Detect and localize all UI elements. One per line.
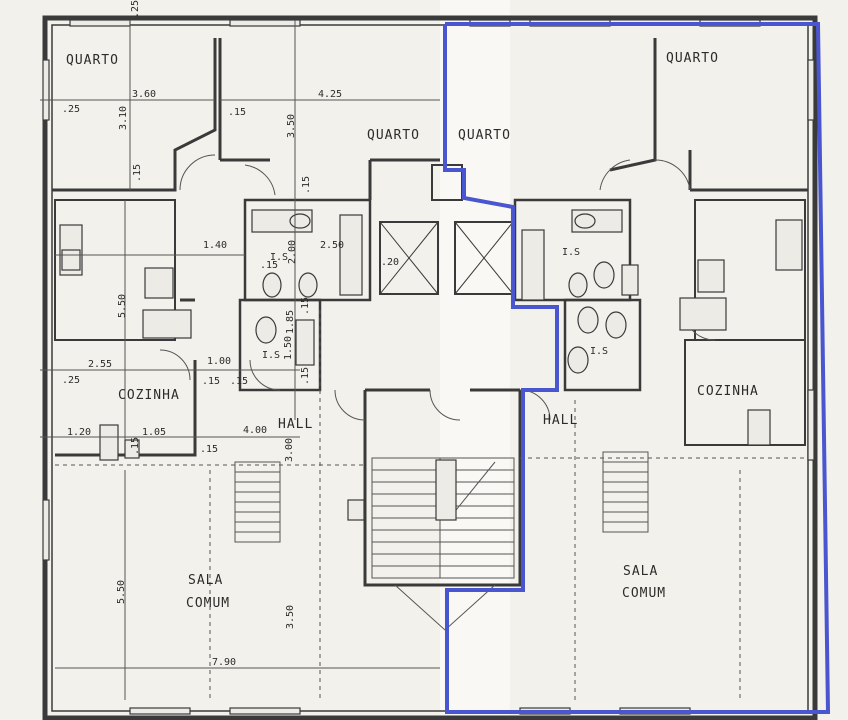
dim-label: .15 — [202, 376, 220, 387]
dim-label: 3.60 — [132, 89, 156, 100]
dim-label: 7.90 — [212, 657, 236, 668]
stairs — [234, 451, 649, 631]
dimension-labels: .25 3.60 .25 3.10 .15 4.25 3.50 .15 .15 … — [62, 0, 399, 668]
room-label-quarto-4: QUARTO — [666, 51, 719, 66]
dim-label: 1.00 — [207, 356, 231, 367]
room-labels: QUARTO QUARTO QUARTO QUARTO COZINHA COZI… — [66, 51, 759, 611]
dim-label: .15 — [130, 437, 141, 455]
grid-dashes — [55, 310, 808, 700]
dim-label: 3.50 — [285, 605, 296, 629]
dim-label: .25 — [62, 375, 80, 386]
dim-label: 1.85 — [285, 310, 296, 334]
room-label-quarto-3: QUARTO — [458, 128, 511, 143]
room-label-hall-right: HALL — [543, 413, 578, 428]
dim-label: .15 — [200, 444, 218, 455]
door-swings — [159, 154, 716, 421]
dim-label: .15 — [301, 176, 312, 194]
dim-label: 1.50 — [283, 336, 294, 360]
dim-label: 5.50 — [116, 580, 127, 604]
dim-label: 4.25 — [318, 89, 342, 100]
dim-label: 2.00 — [287, 240, 298, 264]
room-label-comum-left: COMUM — [186, 596, 230, 611]
dim-label: .15 — [300, 297, 311, 315]
room-label-hall-left: HALL — [278, 417, 313, 432]
dim-label: 1.20 — [67, 427, 91, 438]
dim-label: .25 — [130, 0, 141, 18]
dim-label: 4.00 — [243, 425, 267, 436]
dim-label: 3.00 — [284, 438, 295, 462]
dim-label: 2.55 — [88, 359, 112, 370]
fixtures — [59, 209, 803, 461]
room-label-is-1: I.S — [270, 252, 288, 263]
room-label-comum-right: COMUM — [622, 586, 666, 601]
dimension-lines — [40, 20, 440, 700]
room-label-quarto-2: QUARTO — [367, 128, 420, 143]
dim-label: .15 — [132, 164, 143, 182]
paper-fold — [440, 0, 510, 720]
dim-label: 1.05 — [142, 427, 166, 438]
dim-label: 2.50 — [320, 240, 344, 251]
room-label-is-4: I.S — [590, 346, 608, 357]
room-label-cozinha-right: COZINHA — [697, 384, 759, 399]
highlight-outline — [443, 22, 831, 714]
dim-label: 3.10 — [118, 106, 129, 130]
room-label-sala-right: SALA — [623, 564, 658, 579]
room-label-is-2: I.S — [262, 350, 280, 361]
room-label-cozinha-left: COZINHA — [118, 388, 180, 403]
dim-label: .15 — [228, 107, 246, 118]
dim-label: 1.40 — [203, 240, 227, 251]
room-label-sala-left: SALA — [188, 573, 223, 588]
dim-label: 5.50 — [117, 294, 128, 318]
dim-label: 3.50 — [286, 114, 297, 138]
dim-label: .15 — [300, 367, 311, 385]
room-label-is-3: I.S — [562, 247, 580, 258]
dim-label: .15 — [260, 260, 278, 271]
room-label-quarto-1: QUARTO — [66, 53, 119, 68]
dim-label: .20 — [381, 257, 399, 268]
dim-label: .25 — [62, 104, 80, 115]
dim-label: .15 — [230, 376, 248, 387]
